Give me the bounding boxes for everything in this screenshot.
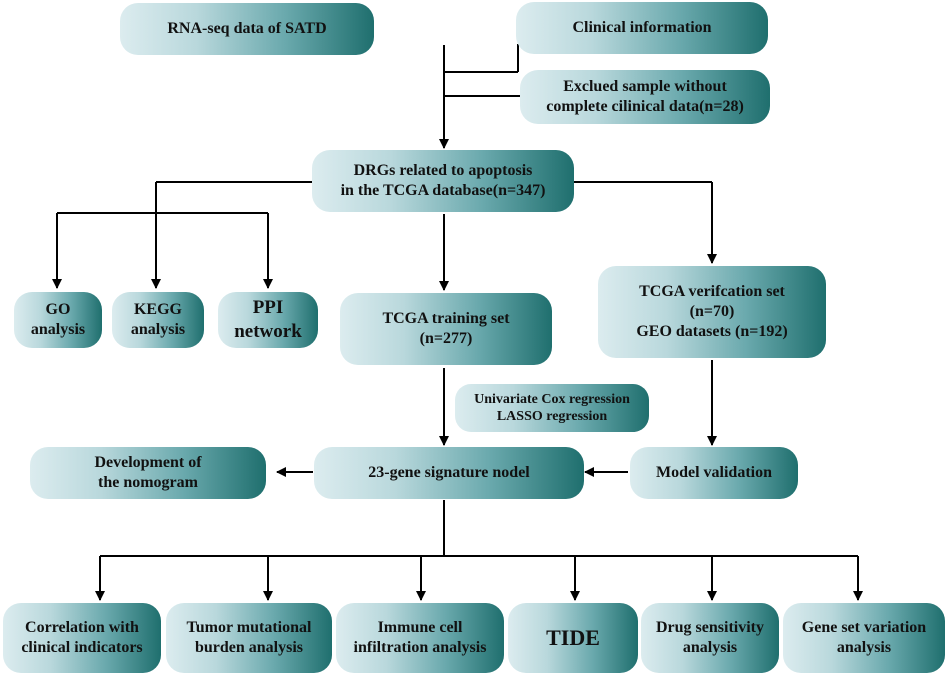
node-training-label: TCGA training set (n=277): [382, 310, 510, 347]
node-rnaseq: RNA-seq data of SATD: [120, 3, 374, 55]
node-ppi-label: PPI network: [234, 297, 302, 342]
node-signature: 23-gene signature nodel: [314, 447, 584, 499]
node-drug-label: Drug sensitivity analysis: [656, 619, 764, 656]
node-go: GO analysis: [14, 292, 102, 348]
node-excluded-label: Exclued sample without complete cilinica…: [546, 78, 744, 115]
node-validation-label: Model validation: [655, 464, 772, 481]
node-correlation: Correlation with clinical indicators: [3, 603, 161, 673]
node-regression-label: Univariate Cox regression LASSO regressi…: [474, 391, 630, 425]
node-kegg-label: KEGG analysis: [130, 301, 186, 338]
node-verification: TCGA verifcation set (n=70) GEO datasets…: [598, 266, 826, 358]
node-drgs: DRGs related to apoptosis in the TCGA da…: [312, 150, 574, 212]
node-tide: TIDE: [508, 603, 638, 673]
node-tmb: Tumor mutational burden analysis: [166, 603, 332, 673]
node-tide-label: TIDE: [546, 625, 600, 651]
node-correlation-label: Correlation with clinical indicators: [21, 619, 143, 656]
node-immune-label: Immune cell infiltration analysis: [353, 619, 487, 656]
node-regression: Univariate Cox regression LASSO regressi…: [455, 384, 649, 432]
node-clinical-label: Clinical information: [572, 19, 712, 36]
node-signature-label: 23-gene signature nodel: [368, 464, 530, 481]
node-verification-label: TCGA verifcation set (n=70) GEO datasets…: [636, 283, 788, 340]
node-nomogram-label: Development of the nomogram: [94, 454, 202, 491]
node-validation: Model validation: [630, 447, 798, 499]
node-go-label: GO analysis: [30, 301, 86, 338]
node-nomogram: Development of the nomogram: [30, 447, 266, 499]
node-clinical: Clinical information: [516, 2, 768, 54]
node-rnaseq-label: RNA-seq data of SATD: [167, 20, 327, 37]
node-training: TCGA training set (n=277): [340, 293, 552, 365]
node-kegg: KEGG analysis: [112, 292, 204, 348]
node-ppi: PPI network: [218, 292, 318, 348]
node-excluded: Exclued sample without complete cilinica…: [520, 70, 770, 124]
node-gsva-label: Gene set variation analysis: [801, 619, 927, 656]
node-drgs-label: DRGs related to apoptosis in the TCGA da…: [340, 162, 546, 199]
node-gsva: Gene set variation analysis: [783, 603, 945, 673]
node-immune: Immune cell infiltration analysis: [336, 603, 504, 673]
node-drug: Drug sensitivity analysis: [641, 603, 779, 673]
node-tmb-label: Tumor mutational burden analysis: [186, 619, 312, 656]
